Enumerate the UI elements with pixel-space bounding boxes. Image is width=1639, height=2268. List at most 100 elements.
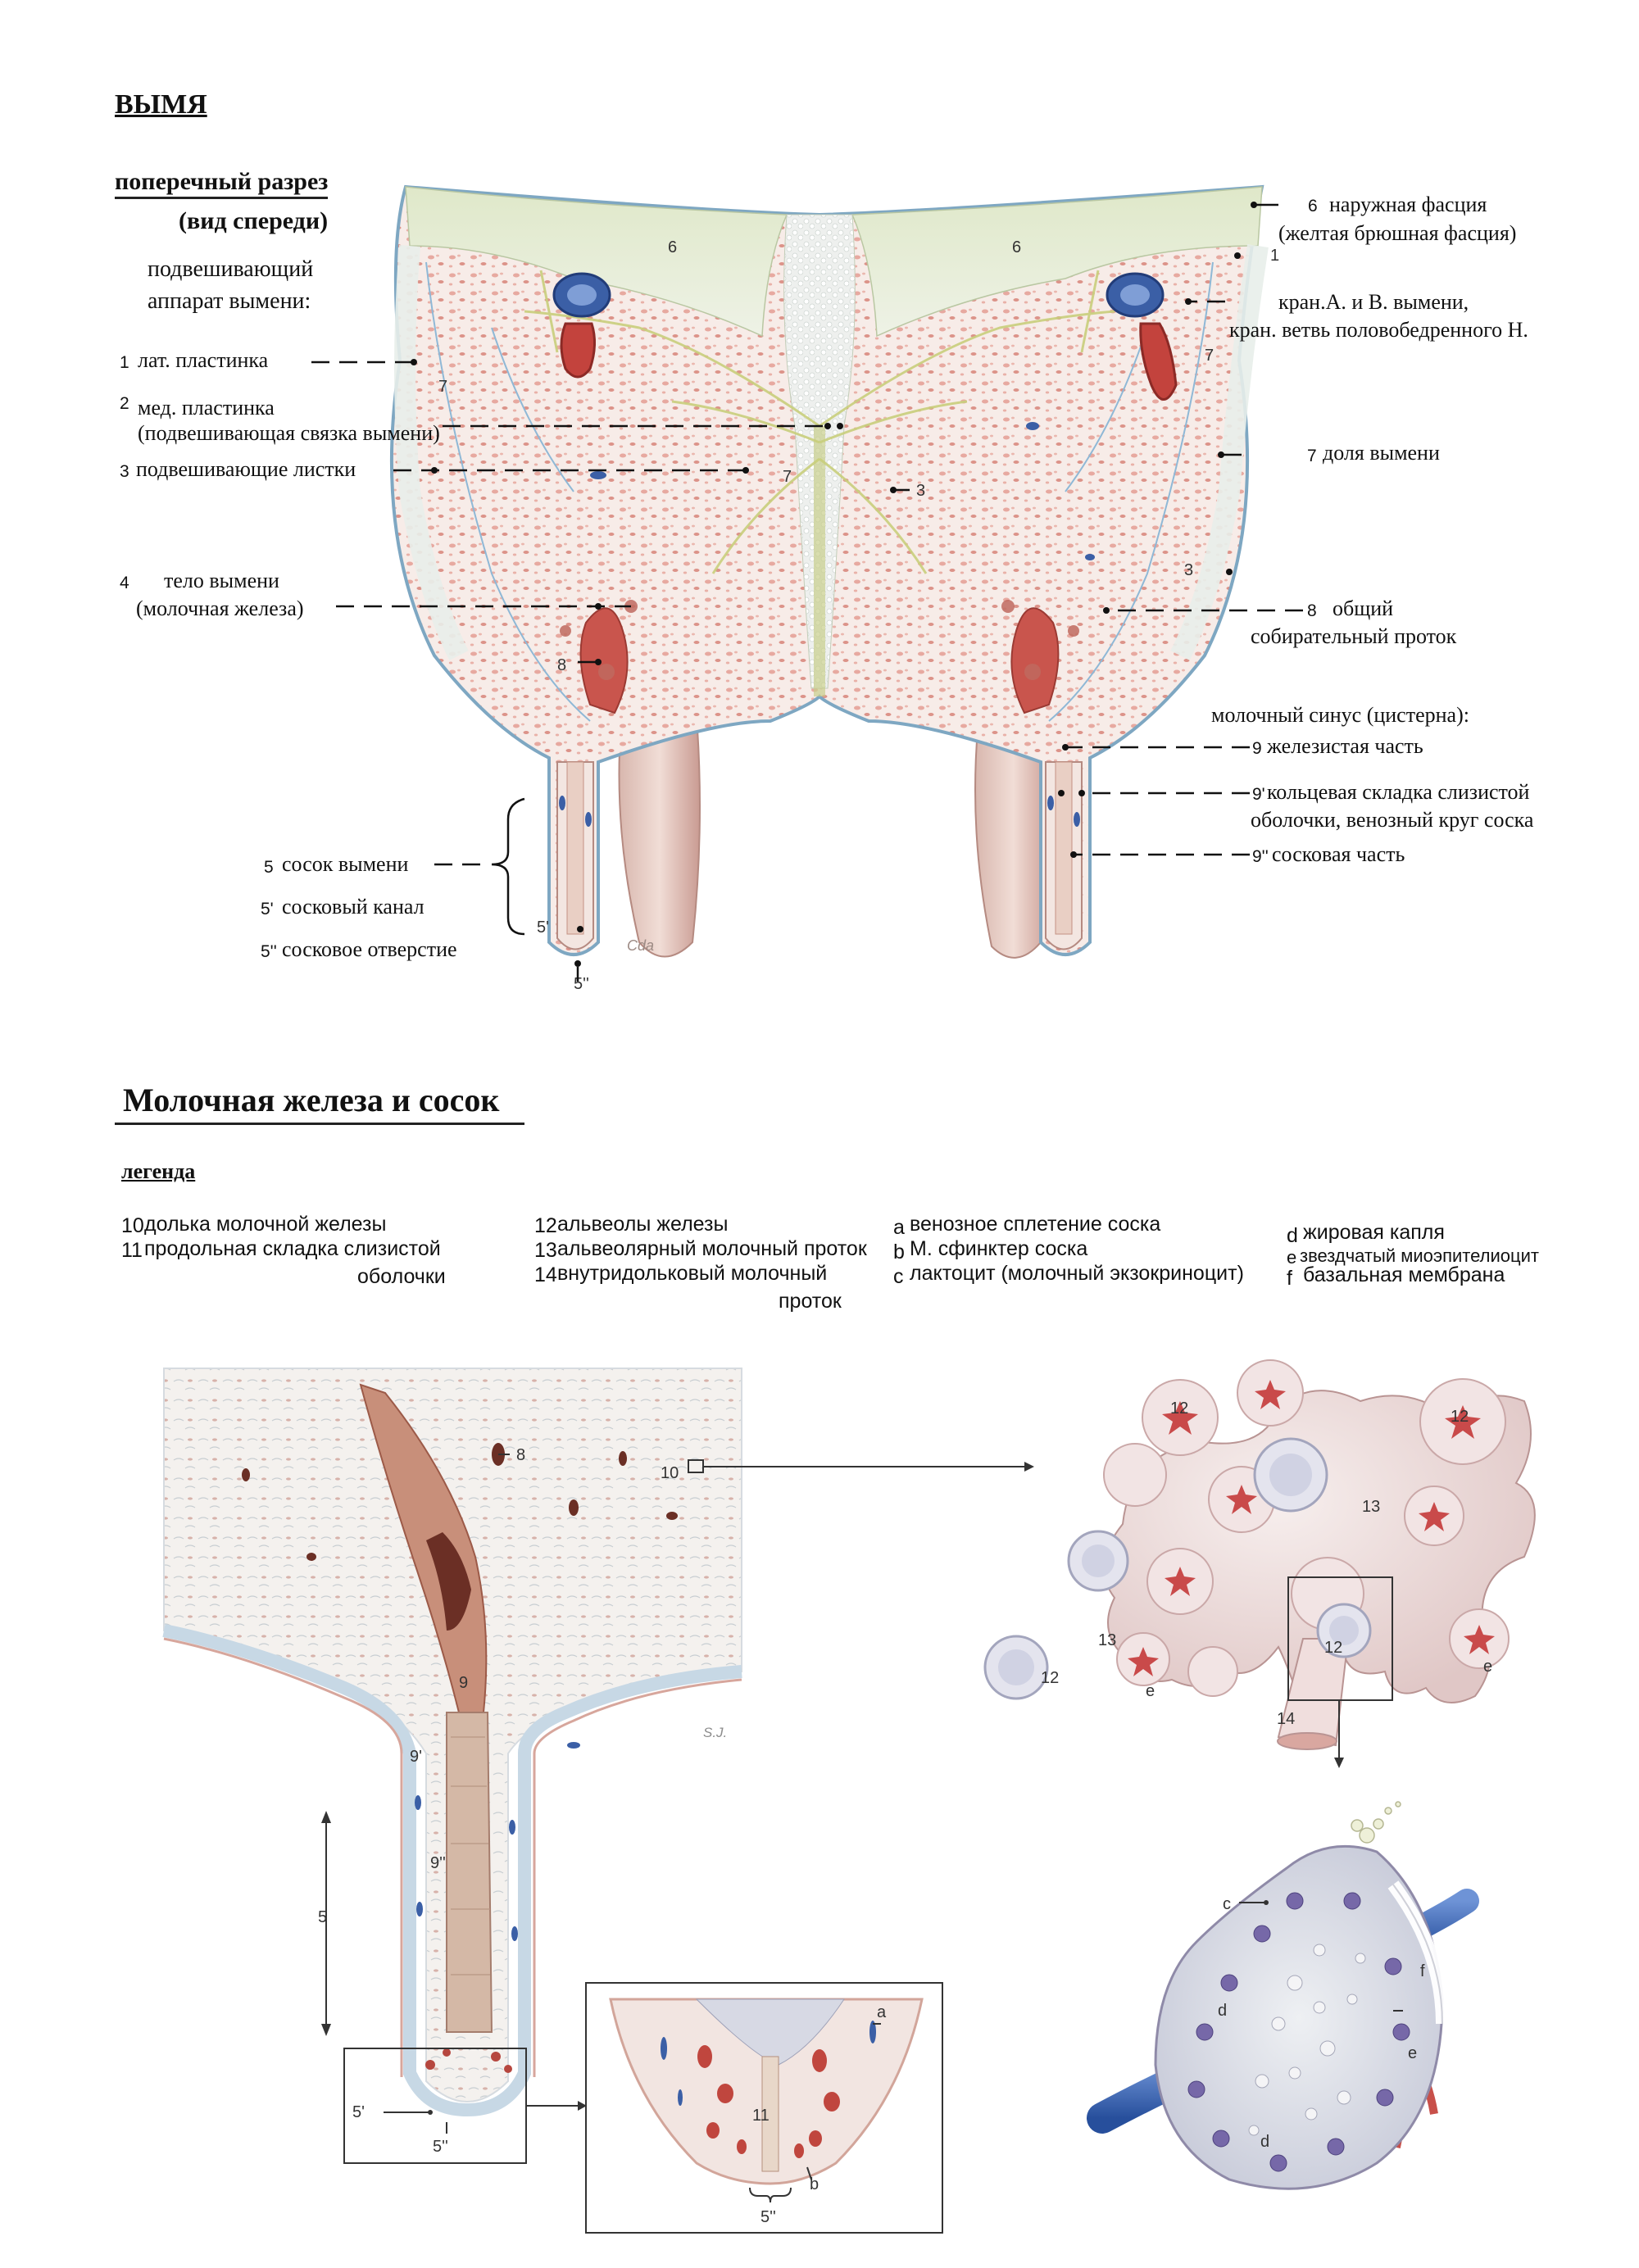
lobule-mark-12-b: 12 bbox=[1451, 1408, 1469, 1426]
lobule-mark-13-b: 13 bbox=[1098, 1631, 1116, 1649]
cell-mark-f: f bbox=[1420, 1962, 1425, 1980]
label-4-num: 4 bbox=[120, 574, 129, 592]
label-cranial-vessels: кран.А. и В. вымени, bbox=[1278, 290, 1469, 314]
label-5-num: 5 bbox=[264, 858, 274, 877]
label-9double-num: 9'' bbox=[1252, 847, 1269, 866]
page-title: ВЫМЯ bbox=[115, 89, 207, 120]
section2-title-underline bbox=[115, 1123, 524, 1125]
legend-c-text: лактоцит (молочный экзокриноцит) bbox=[910, 1262, 1244, 1285]
fig1-mark-7-center: 7 bbox=[783, 468, 792, 486]
legend-d-num: d bbox=[1287, 1224, 1298, 1247]
fig1-mark-7-left: 7 bbox=[438, 378, 447, 396]
label-9-num: 9 bbox=[1252, 739, 1262, 758]
udder-cross-section-figure: 6 6 7 7 7 3 3 8 1 5' 5'' Cda bbox=[311, 184, 1303, 993]
lobule-mark-e-2: e bbox=[1483, 1658, 1492, 1676]
lobule-mark-14: 14 bbox=[1277, 1710, 1295, 1728]
label-5double-num: 5'' bbox=[261, 942, 277, 961]
fig1-mark-6-right: 6 bbox=[1012, 238, 1021, 256]
label-lateral-lamina: лат. пластинка bbox=[138, 348, 269, 372]
label-5prime-num: 5' bbox=[261, 900, 274, 919]
fig1-mark-6-left: 6 bbox=[668, 238, 677, 256]
fig2-mark-9double: 9'' bbox=[430, 1854, 446, 1872]
lobule-mark-12-c: 12 bbox=[1324, 1639, 1342, 1657]
cell-mark-e: e bbox=[1408, 2044, 1417, 2062]
fig2-mark-9: 9 bbox=[459, 1674, 468, 1692]
legend-14-text: внутридольковый молочный bbox=[557, 1262, 828, 1285]
fig2-mark-10: 10 bbox=[661, 1464, 679, 1482]
fig2-mark-8: 8 bbox=[516, 1446, 525, 1464]
label-udder-body: тело вымени bbox=[164, 569, 279, 592]
fig2-mark-5prime: 5' bbox=[352, 2103, 365, 2121]
label-9prime-num: 9' bbox=[1252, 785, 1265, 804]
fig1-mark-3-right: 3 bbox=[1184, 561, 1193, 579]
fig2-mark-5double: 5'' bbox=[433, 2138, 448, 2156]
lobule-mark-e-1: e bbox=[1146, 1682, 1155, 1700]
label-teat: сосок вымени bbox=[282, 852, 409, 876]
section1-subtitle-line2: (вид спереди) bbox=[179, 207, 329, 234]
legend-b-num: b bbox=[893, 1241, 905, 1263]
label-gland-cistern: железистая часть bbox=[1267, 734, 1423, 758]
label-8-num: 8 bbox=[1307, 601, 1317, 620]
legend-13-num: 13 bbox=[534, 1239, 557, 1262]
section2-title: Молочная железа и сосок bbox=[123, 1082, 500, 1118]
label-suspensory-ligament: (подвешивающая связка вымени) bbox=[138, 421, 440, 445]
label-medial-lamina: мед. пластинка bbox=[138, 396, 275, 420]
fig1-mark-1: 1 bbox=[1270, 247, 1279, 265]
legend-e-num: e bbox=[1287, 1247, 1297, 1268]
fig2-mark-5: 5 bbox=[318, 1908, 327, 1926]
fig1-artist-signature: Cda bbox=[627, 937, 654, 954]
legend-e-text: звездчатый миоэпителиоцит bbox=[1300, 1245, 1539, 1266]
fig1-mark-8: 8 bbox=[557, 656, 566, 674]
label-udder-quarter: доля вымени bbox=[1323, 441, 1440, 465]
lobule-mark-13-a: 13 bbox=[1362, 1498, 1380, 1516]
legend-11-num: 11 bbox=[121, 1239, 143, 1262]
suspensory-heading-line1: подвешивающий bbox=[148, 256, 314, 282]
inset-mark-11: 11 bbox=[752, 2107, 770, 2125]
fig1-mark-7-right: 7 bbox=[1205, 347, 1214, 365]
label-yellow-abdominal-fascia: (желтая брюшная фасция) bbox=[1278, 221, 1517, 245]
legend-10-text: долька молочной железы bbox=[144, 1213, 387, 1236]
label-teat-canal: сосковый канал bbox=[282, 895, 425, 919]
legend-10-num: 10 bbox=[121, 1214, 144, 1237]
legend-a-text: венозное сплетение соска bbox=[910, 1213, 1161, 1236]
label-mammary-gland: (молочная железа) bbox=[136, 596, 304, 620]
legend-14-text-line2: проток bbox=[779, 1290, 842, 1313]
legend-12-num: 12 bbox=[534, 1214, 557, 1237]
label-teat-orifice: сосковое отверстие bbox=[282, 937, 457, 961]
label-venous-ring: оболочки, венозный круг соска bbox=[1251, 808, 1534, 832]
legend-13-text: альвеолярный молочный проток bbox=[557, 1237, 867, 1260]
inset-mark-5double: 5'' bbox=[760, 2208, 776, 2226]
label-external-fascia: наружная фасция bbox=[1329, 193, 1487, 216]
label-collecting-duct-line1: общий bbox=[1333, 596, 1394, 620]
fig2-artist-signature: S.J. bbox=[703, 1725, 727, 1740]
legend-b-text: М. сфинктер соска bbox=[910, 1237, 1088, 1260]
label-suspensory-lamellae: подвешивающие листки bbox=[136, 457, 356, 481]
section1-subtitle-line1: поперечный разрез bbox=[115, 168, 329, 199]
legend-f-num: f bbox=[1287, 1267, 1292, 1290]
label-milk-sinus: молочный синус (цистерна): bbox=[1211, 703, 1469, 727]
inset-mark-b: b bbox=[810, 2175, 819, 2193]
legend-11-text-line2: оболочки bbox=[357, 1265, 446, 1288]
legend-11-text: продольная складка слизистой bbox=[144, 1237, 441, 1260]
legend-f-text: базальная мембрана bbox=[1303, 1263, 1505, 1286]
cell-mark-d-2: d bbox=[1260, 2133, 1269, 2151]
label-teat-cistern: сосковая часть bbox=[1272, 842, 1405, 866]
legend-14-num: 14 bbox=[534, 1263, 557, 1286]
legend-12-text: альвеолы железы bbox=[557, 1213, 729, 1236]
cell-mark-d-1: d bbox=[1218, 2002, 1227, 2020]
cell-mark-c: c bbox=[1223, 1895, 1231, 1913]
label-7-num: 7 bbox=[1307, 447, 1317, 465]
label-1-num: 1 bbox=[120, 353, 129, 372]
legend-a-num: a bbox=[893, 1216, 905, 1239]
inset-mark-a: a bbox=[877, 2003, 887, 2021]
suspensory-heading-line2: аппарат вымени: bbox=[148, 288, 311, 314]
fig1-mark-5prime: 5' bbox=[537, 919, 549, 937]
lobule-mark-12-d: 12 bbox=[1041, 1669, 1059, 1687]
legend-heading: легенда bbox=[121, 1159, 196, 1183]
label-genitofemoral-branch: кран. ветвь половобедренного Н. bbox=[1229, 318, 1528, 342]
fig2-mark-9prime: 9' bbox=[410, 1748, 422, 1766]
label-collecting-duct-line2: собирательный проток bbox=[1251, 624, 1457, 648]
label-6-num: 6 bbox=[1308, 197, 1318, 215]
lobule-mark-12-a: 12 bbox=[1170, 1399, 1188, 1418]
